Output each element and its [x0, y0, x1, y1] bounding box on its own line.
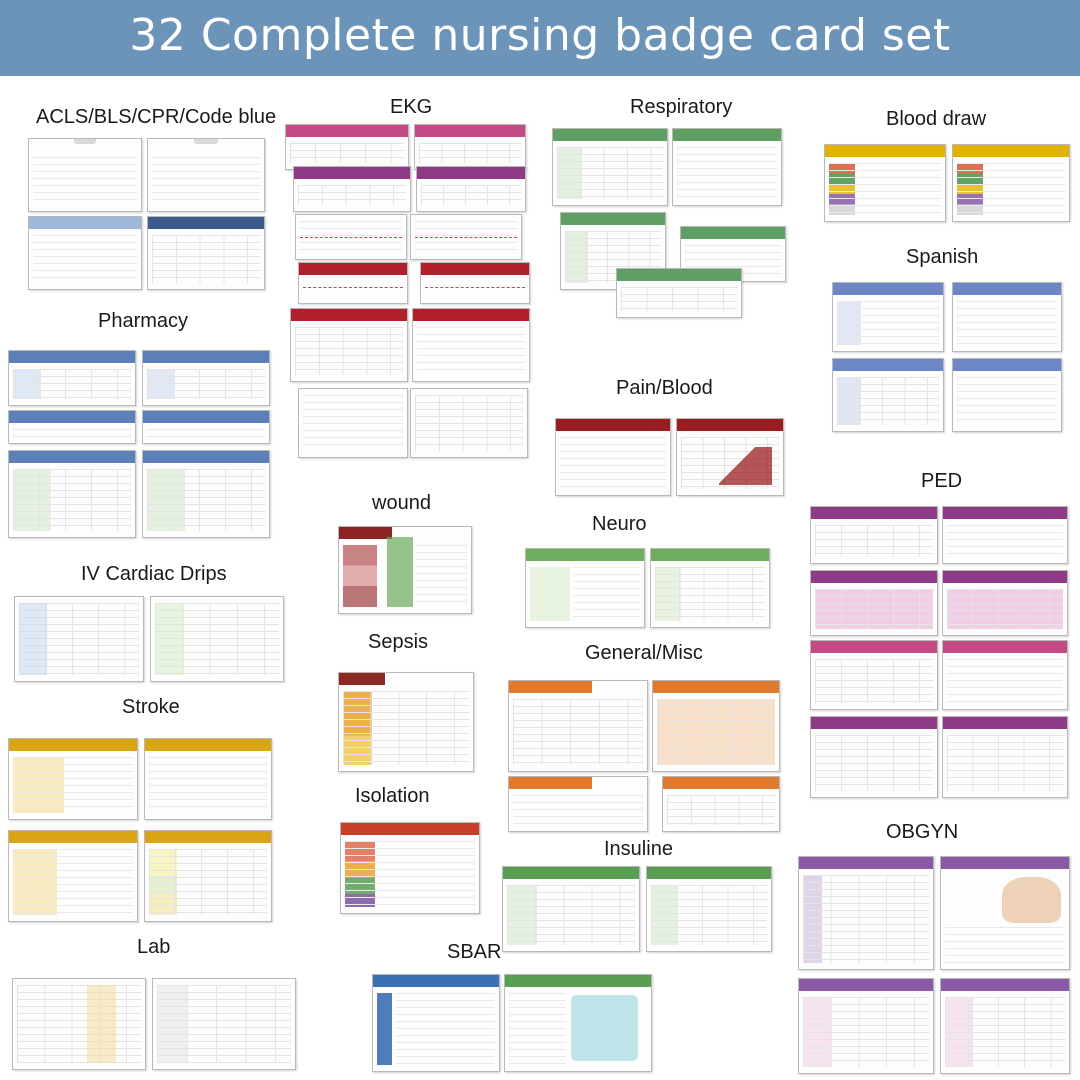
card-stroke-3	[8, 830, 138, 922]
card-ekg-9	[290, 308, 408, 382]
card-spanish-3	[832, 358, 944, 432]
card-ekg-7	[298, 262, 408, 304]
card-acls-1	[28, 138, 142, 212]
card-spanish-2	[952, 282, 1062, 352]
card-ped-6	[942, 640, 1068, 710]
card-obgyn-3	[798, 978, 934, 1074]
card-obgyn-4	[940, 978, 1070, 1074]
category-label-insuline: Insuline	[604, 838, 673, 860]
category-label-stroke: Stroke	[122, 696, 180, 718]
card-general-3	[508, 776, 648, 832]
category-label-wound: wound	[372, 492, 431, 514]
card-ekg-4	[416, 166, 526, 212]
card-respiratory-2	[672, 128, 782, 206]
card-sbar-1	[372, 974, 500, 1072]
card-ekg-8	[420, 262, 530, 304]
card-pharmacy-4	[142, 410, 270, 444]
card-neuro-1	[525, 548, 645, 628]
card-ped-4	[942, 570, 1068, 636]
category-label-lab: Lab	[137, 936, 171, 958]
card-ekg-1	[285, 124, 409, 170]
card-acls-3	[28, 216, 142, 290]
card-pain-2	[676, 418, 784, 496]
card-insuline-2	[646, 866, 772, 952]
card-respiratory-1	[552, 128, 668, 206]
category-label-respiratory: Respiratory	[630, 96, 733, 118]
card-ekg-11	[298, 388, 408, 458]
card-iv-2	[150, 596, 284, 682]
category-label-spanish: Spanish	[906, 246, 979, 268]
card-wound	[338, 526, 472, 614]
category-label-obgyn: OBGYN	[886, 821, 959, 843]
category-label-neuro: Neuro	[592, 513, 647, 535]
card-ped-8	[942, 716, 1068, 798]
card-lab-1	[12, 978, 146, 1070]
card-pharmacy-3	[8, 410, 136, 444]
card-spanish-4	[952, 358, 1062, 432]
category-label-blood-draw: Blood draw	[886, 108, 987, 130]
card-sbar-2	[504, 974, 652, 1072]
card-ped-2	[942, 506, 1068, 564]
category-label-pharmacy: Pharmacy	[98, 310, 189, 332]
category-label-isolation: Isolation	[355, 785, 430, 807]
card-isolation	[340, 822, 480, 914]
card-stroke-1	[8, 738, 138, 820]
card-ped-3	[810, 570, 938, 636]
card-pharmacy-5	[8, 450, 136, 538]
card-respiratory-5	[616, 268, 742, 318]
card-blood-draw-1	[824, 144, 946, 222]
card-iv-1	[14, 596, 144, 682]
page-title: 32 Complete nursing badge card set	[129, 10, 951, 61]
card-ped-1	[810, 506, 938, 564]
card-spanish-1	[832, 282, 944, 352]
card-respiratory-3	[560, 212, 666, 290]
card-stroke-4	[144, 830, 272, 922]
card-ped-7	[810, 716, 938, 798]
card-pharmacy-2	[142, 350, 270, 406]
category-label-ped: PED	[921, 470, 963, 492]
card-obgyn-2	[940, 856, 1070, 970]
card-ekg-2	[414, 124, 526, 170]
category-label-acls: ACLS/BLS/CPR/Code blue	[36, 106, 277, 128]
category-label-general: General/Misc	[585, 642, 703, 664]
card-stroke-2	[144, 738, 272, 820]
card-neuro-2	[650, 548, 770, 628]
card-ekg-6	[410, 214, 522, 260]
category-label-sbar: SBAR	[447, 941, 502, 963]
card-ekg-3	[293, 166, 411, 212]
card-lab-2	[152, 978, 296, 1070]
card-sepsis	[338, 672, 474, 772]
card-acls-4	[147, 216, 265, 290]
card-insuline-1	[502, 866, 640, 952]
category-label-iv-cardiac: IV Cardiac Drips	[81, 563, 227, 585]
card-ped-5	[810, 640, 938, 710]
card-obgyn-1	[798, 856, 934, 970]
card-general-1	[508, 680, 648, 772]
card-ekg-12	[410, 388, 528, 458]
card-general-4	[662, 776, 780, 832]
card-ekg-5	[295, 214, 407, 260]
card-pharmacy-1	[8, 350, 136, 406]
card-general-2	[652, 680, 780, 772]
card-pharmacy-6	[142, 450, 270, 538]
card-blood-draw-2	[952, 144, 1070, 222]
card-ekg-10	[412, 308, 530, 382]
category-label-pain-blood: Pain/Blood	[616, 377, 713, 399]
card-pain-1	[555, 418, 671, 496]
card-acls-2	[147, 138, 265, 212]
category-label-ekg: EKG	[390, 96, 433, 118]
title-banner: 32 Complete nursing badge card set	[0, 0, 1080, 76]
category-label-sepsis: Sepsis	[368, 631, 429, 653]
